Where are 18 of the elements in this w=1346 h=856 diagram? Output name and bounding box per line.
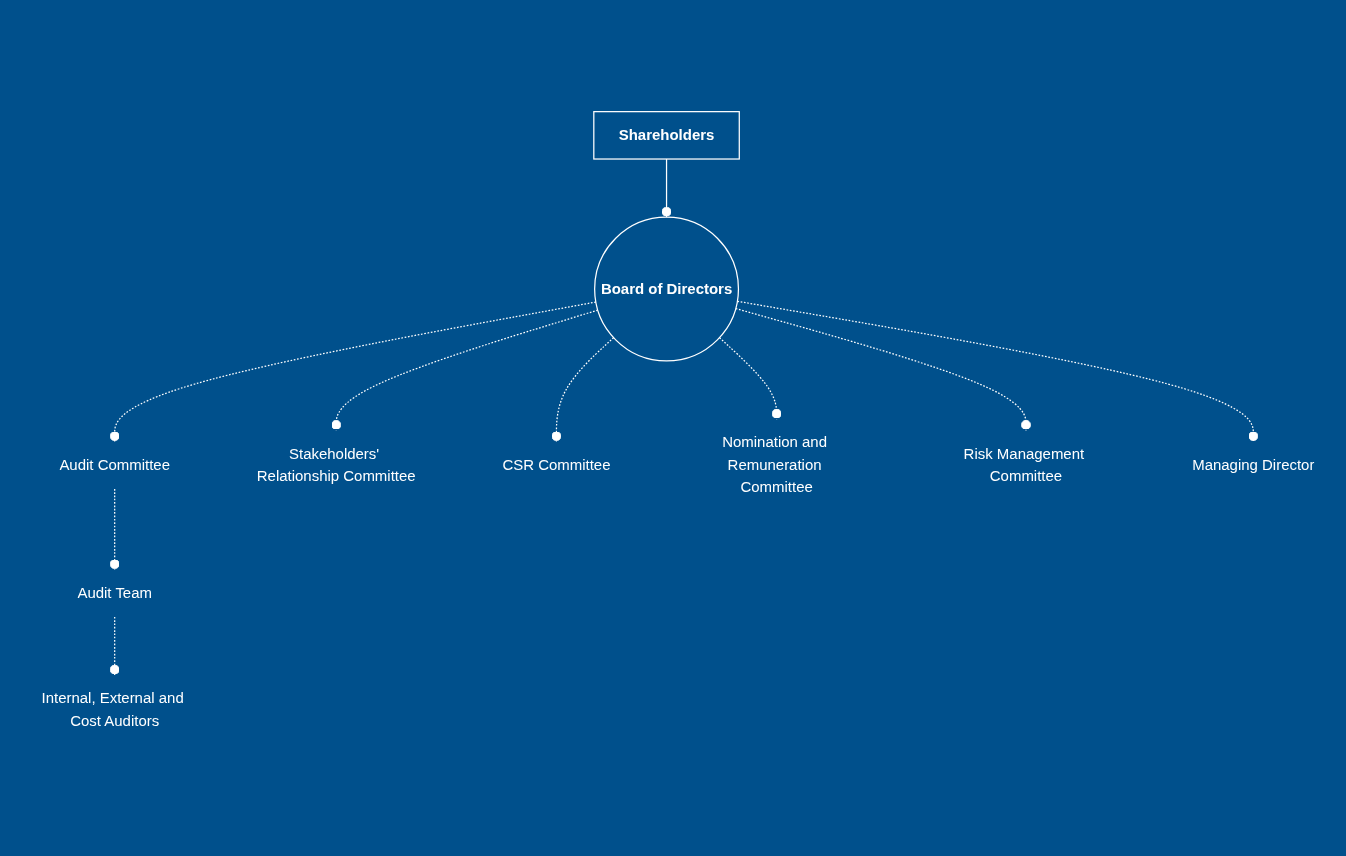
node-text: CSR Committee — [502, 456, 611, 473]
node-box: Shareholders — [593, 110, 740, 160]
node-text: Audit Team — [77, 584, 152, 601]
node-text: Stakeholders' Relationship Committee — [256, 445, 416, 485]
connector — [109, 616, 120, 676]
node-text: Nomination and Remuneration Committee — [722, 433, 827, 496]
connector — [551, 336, 615, 442]
connector — [331, 309, 599, 431]
connector — [109, 488, 120, 570]
node-text: Audit Committee — [59, 456, 170, 473]
node-text: Risk Management Committee — [963, 445, 1085, 485]
node-circle: Board of Directors — [594, 216, 740, 362]
node-text: Internal, External and Cost Auditors — [41, 689, 184, 729]
connector — [718, 336, 782, 420]
connector — [661, 158, 672, 218]
connector — [109, 301, 597, 442]
node-text: Managing Director — [1192, 456, 1315, 473]
connector — [736, 300, 1259, 442]
